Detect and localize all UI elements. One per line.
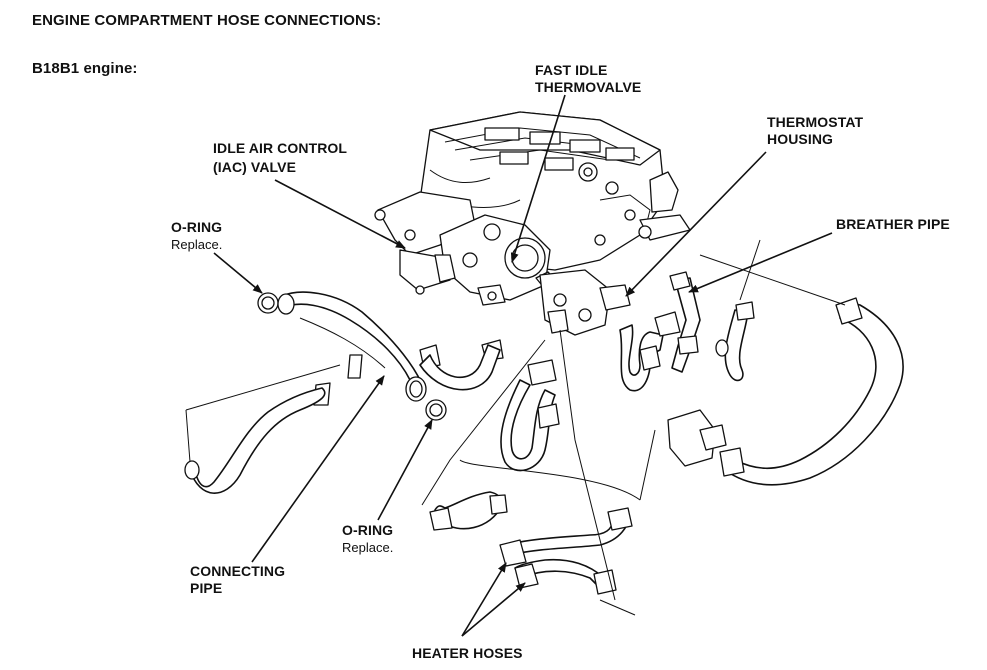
label-o-ring-left-name: O-RING <box>171 219 223 235</box>
label-thermostat-line2: HOUSING <box>767 131 834 147</box>
leader-thermostat <box>625 151 767 297</box>
breather-hose <box>667 297 904 486</box>
label-o-ring-left-note: Replace. <box>171 237 223 252</box>
leader-iac <box>274 179 406 249</box>
center-hoses <box>419 344 560 531</box>
heater-hoses-group <box>499 507 633 595</box>
o-ring-left <box>257 292 279 314</box>
routing-lines <box>185 239 846 616</box>
leader-fast-idle <box>510 94 566 263</box>
diagram-title: ENGINE COMPARTMENT HOSE CONNECTIONS: <box>32 12 382 29</box>
connecting-pipe <box>277 291 427 402</box>
left-hose <box>184 387 326 494</box>
label-connecting-pipe-line2: PIPE <box>190 580 223 596</box>
leader-heater-1 <box>461 562 507 637</box>
label-fast-idle-line1: FAST IDLE <box>535 62 608 78</box>
label-breather-pipe: BREATHER PIPE <box>836 216 950 232</box>
leader-heater-2 <box>461 582 526 637</box>
leader-connecting-pipe <box>251 375 385 563</box>
label-connecting-pipe-line1: CONNECTING <box>190 563 286 579</box>
label-thermostat-line1: THERMOSTAT <box>767 114 864 130</box>
right-hoses <box>619 271 755 392</box>
thermostat-housing <box>539 171 691 336</box>
leader-lines <box>213 94 833 637</box>
label-o-ring-bottom-name: O-RING <box>342 522 394 538</box>
label-o-ring-bottom-note: Replace. <box>342 540 394 555</box>
label-heater-hoses: HEATER HOSES <box>412 645 523 661</box>
label-fast-idle-line2: THERMOVALVE <box>535 79 642 95</box>
label-iac-line1: IDLE AIR CONTROL <box>213 140 348 156</box>
engine-subtitle: B18B1 engine: <box>32 60 138 77</box>
o-ring-bottom <box>425 399 447 421</box>
leader-oring-bottom <box>377 419 433 521</box>
label-iac-line2: (IAC) VALVE <box>213 159 297 175</box>
leader-breather <box>688 232 833 293</box>
leader-oring-left <box>213 252 263 294</box>
